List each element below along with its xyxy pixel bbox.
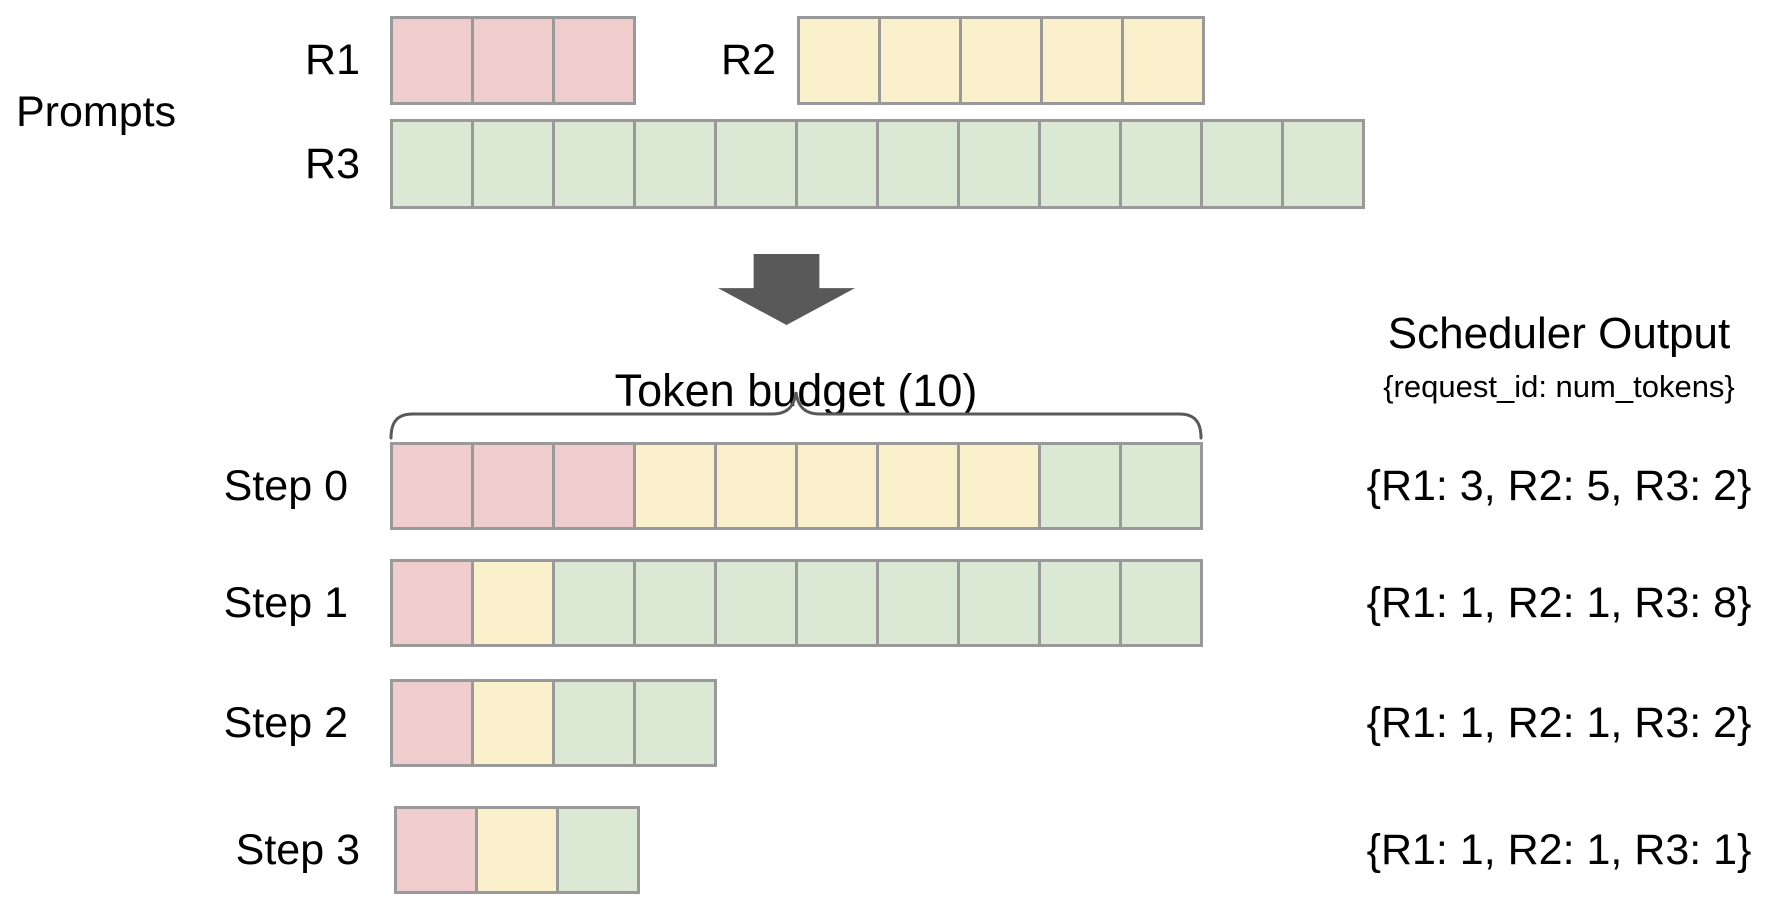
prompt-row-r1 [390,16,636,105]
step-1-label: Step 1 [223,578,348,627]
prompts-label: Prompts [16,88,177,136]
token-cell-green [1281,119,1365,209]
token-cell-green [552,679,636,767]
step-0-row [390,442,1203,530]
row-label-r2: R2 [721,36,776,84]
token-cell-yellow [714,442,798,530]
token-cell-green [552,119,636,209]
step-3-label: Step 3 [235,825,360,874]
token-cell-green [552,559,636,647]
token-cell-green [714,559,798,647]
token-budget-label: Token budget (10) [614,365,978,416]
step-3-output: {R1: 1, R2: 1, R3: 1} [1366,825,1752,874]
step-0-output: {R1: 3, R2: 5, R3: 2} [1366,461,1752,510]
scheduler-output-subtitle: {request_id: num_tokens} [1383,369,1735,404]
token-cell-green [633,559,717,647]
token-cell-yellow [471,679,555,767]
row-label-r3: R3 [305,139,360,188]
prompt-row-r3 [390,119,1365,209]
token-cell-yellow [797,16,881,105]
token-cell-yellow [633,442,717,530]
token-cell-green [1119,119,1203,209]
token-cell-pink [390,16,474,105]
token-cell-pink [390,559,474,647]
token-cell-yellow [471,559,555,647]
token-cell-green [633,679,717,767]
step-1-output: {R1: 1, R2: 1, R3: 8} [1366,578,1752,627]
prompt-row-r2 [797,16,1205,105]
token-cell-pink [390,442,474,530]
row-label-r1: R1 [305,36,360,84]
token-cell-green [1038,559,1122,647]
step-3-row [394,806,640,894]
token-cell-green [795,119,879,209]
token-cell-pink [552,16,636,105]
arrow-down-icon [718,254,855,325]
token-cell-green [390,119,474,209]
step-2-label: Step 2 [223,698,348,747]
token-cell-green [957,119,1041,209]
token-cell-yellow [475,806,559,894]
token-cell-green [957,559,1041,647]
token-cell-green [471,119,555,209]
token-cell-pink [471,442,555,530]
token-cell-yellow [959,16,1043,105]
token-cell-yellow [1040,16,1124,105]
token-cell-yellow [957,442,1041,530]
token-cell-green [556,806,640,894]
token-cell-yellow [878,16,962,105]
token-cell-pink [390,679,474,767]
token-cell-green [1038,442,1122,530]
token-cell-green [1119,559,1203,647]
token-cell-green [1038,119,1122,209]
token-cell-green [714,119,798,209]
token-cell-green [1119,442,1203,530]
budget-brace [389,391,1203,440]
step-2-row [390,679,717,767]
scheduler-output-title: Scheduler Output [1387,309,1731,358]
step-0-label: Step 0 [223,461,348,510]
step-1-row [390,559,1203,647]
token-cell-green [876,119,960,209]
token-cell-yellow [876,442,960,530]
token-cell-green [876,559,960,647]
token-cell-green [1200,119,1284,209]
token-cell-yellow [795,442,879,530]
token-cell-green [795,559,879,647]
token-cell-pink [394,806,478,894]
token-cell-yellow [1121,16,1205,105]
step-2-output: {R1: 1, R2: 1, R3: 2} [1366,698,1752,747]
token-cell-green [633,119,717,209]
token-cell-pink [471,16,555,105]
token-cell-pink [552,442,636,530]
